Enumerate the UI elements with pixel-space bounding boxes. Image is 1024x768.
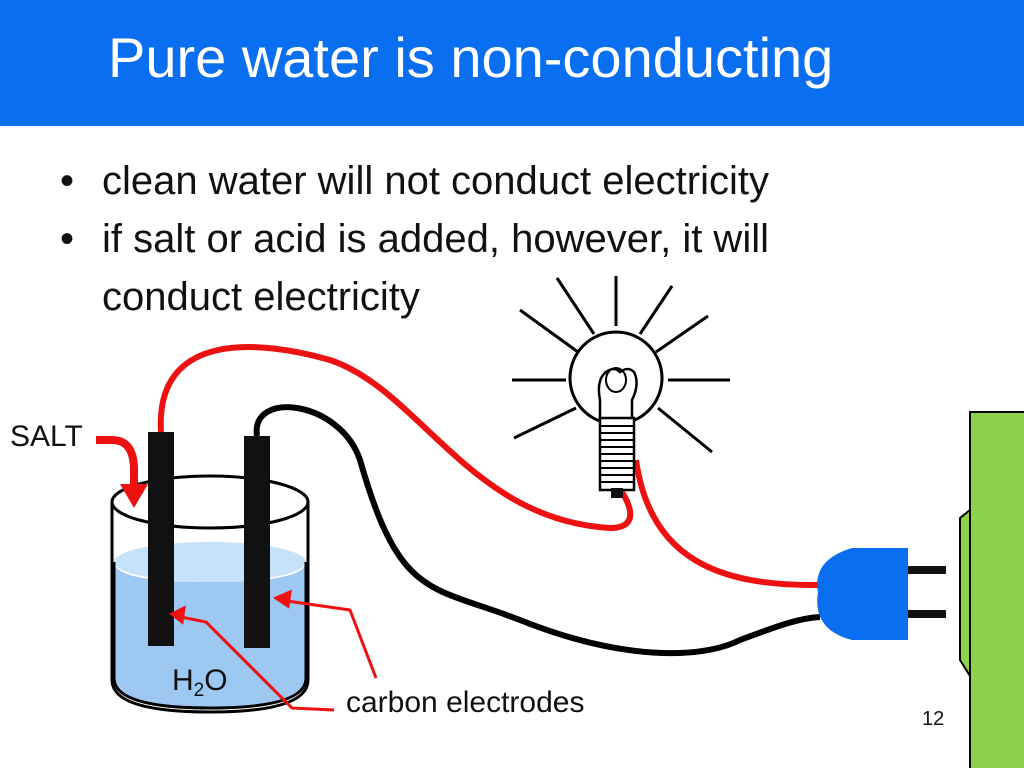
salt-arrow: [96, 436, 148, 508]
right-electrode: [244, 436, 270, 648]
electrodes-label: carbon electrodes: [346, 686, 585, 719]
bullet-item: clean water will not conduct electricity: [60, 152, 960, 210]
electrode-pointers: [169, 589, 378, 712]
light-bulb: [512, 276, 730, 498]
bullet-text-continued: conduct electricity: [102, 275, 420, 319]
water-label: H2O: [172, 664, 228, 701]
salt-label: SALT: [10, 420, 83, 453]
slide-title: Pure water is non-conducting: [108, 26, 834, 89]
red-wire-electrode-to-bulb: [157, 344, 634, 532]
bulb-screw-threads: [600, 425, 634, 483]
wall-socket: [959, 411, 1024, 768]
red-wire-bulb-to-plug: [633, 459, 819, 589]
left-electrode: [148, 432, 174, 646]
bullet-item: if salt or acid is added, however, it wi…: [60, 210, 960, 326]
title-bar: Pure water is non-conducting: [0, 0, 1024, 126]
bullet-list: clean water will not conduct electricity…: [60, 152, 960, 326]
light-rays: [512, 276, 730, 454]
bullet-text: clean water will not conduct electricity: [102, 159, 769, 203]
bullet-text: if salt or acid is added, however, it wi…: [102, 217, 769, 261]
page-number: 12: [922, 708, 945, 730]
plug: [817, 548, 946, 640]
black-wire-electrode-to-plug: [253, 404, 821, 657]
